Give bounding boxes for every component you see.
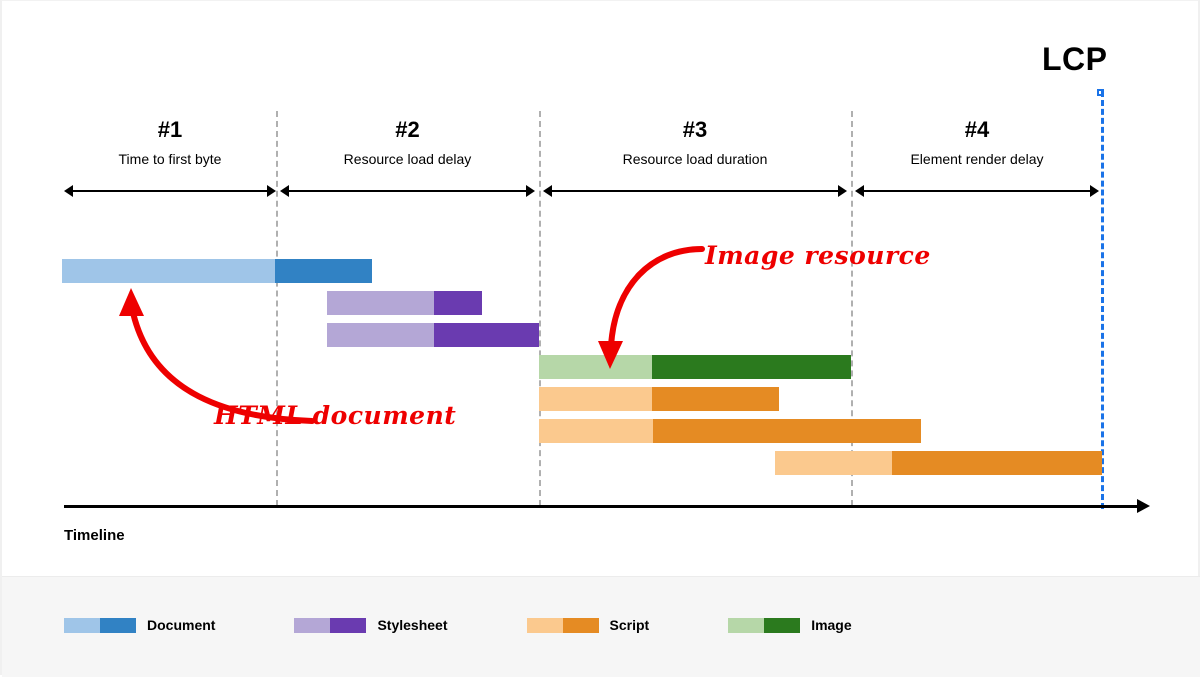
bar-segment-download xyxy=(653,419,921,443)
timeline-axis-label: Timeline xyxy=(64,527,125,544)
legend-item-image[interactable]: Image xyxy=(728,617,852,633)
arrow-shaft xyxy=(71,190,269,192)
phase-measure-arrow-4 xyxy=(855,185,1099,197)
legend-swatch-icon xyxy=(294,617,367,633)
annotation-image-resource: Image resource xyxy=(705,241,931,270)
phase-description: Element render delay xyxy=(910,151,1044,167)
arrowhead-left-icon xyxy=(280,185,289,197)
legend-item-script[interactable]: Script xyxy=(526,617,650,633)
arrowhead-right-icon xyxy=(838,185,847,197)
arrowhead-right-icon xyxy=(526,185,535,197)
phase-number: #2 xyxy=(395,117,420,142)
legend-label: Stylesheet xyxy=(377,617,448,633)
bar-segment-download xyxy=(892,451,1102,475)
bar-script-2 xyxy=(539,419,921,443)
legend-swatch-icon xyxy=(526,617,599,633)
arrowhead-right-icon xyxy=(267,185,276,197)
arrow-shaft xyxy=(550,190,840,192)
phase-divider-1 xyxy=(276,111,278,506)
phase-divider-3 xyxy=(851,111,853,506)
arrowhead-left-icon xyxy=(855,185,864,197)
arrowhead-right-icon xyxy=(1090,185,1099,197)
legend-item-stylesheet[interactable]: Stylesheet xyxy=(294,617,448,633)
bar-segment-wait xyxy=(539,387,652,411)
phase-description: Time to first byte xyxy=(118,151,222,167)
bar-segment-wait xyxy=(62,259,275,283)
legend-swatch-icon xyxy=(64,617,136,633)
arrow-shaft xyxy=(862,190,1092,192)
phase-number: #1 xyxy=(157,117,183,142)
bar-stylesheet-1 xyxy=(327,291,482,315)
phase-description: Resource load duration xyxy=(622,151,768,167)
legend-items: Document Stylesheet Script Image xyxy=(64,617,931,633)
annotation-html-document: HTML document xyxy=(214,401,457,430)
bar-segment-wait xyxy=(327,291,434,315)
bar-segment-download xyxy=(275,259,372,283)
arrowhead-left-icon xyxy=(64,185,73,197)
arrow-shaft xyxy=(287,190,528,192)
timeline-axis-arrowhead-icon xyxy=(1137,499,1150,513)
legend-label: Script xyxy=(609,617,650,633)
arrowhead-left-icon xyxy=(543,185,552,197)
phase-number: #3 xyxy=(682,117,708,142)
lcp-marker-line xyxy=(1101,91,1104,509)
image-resource-arrow-icon xyxy=(598,246,705,369)
bar-image-1 xyxy=(539,355,851,379)
legend-label: Image xyxy=(811,617,852,633)
bar-stylesheet-2 xyxy=(327,323,539,347)
phase-divider-2 xyxy=(539,111,541,506)
legend-swatch-icon xyxy=(728,617,801,633)
bar-segment-download xyxy=(434,323,539,347)
bar-script-1 xyxy=(539,387,779,411)
phase-description: Resource load delay xyxy=(343,151,472,167)
bar-segment-download xyxy=(434,291,482,315)
timeline-axis-line xyxy=(64,505,1139,508)
bar-segment-wait xyxy=(775,451,892,475)
legend-item-document[interactable]: Document xyxy=(64,617,215,633)
bar-segment-wait xyxy=(327,323,434,347)
phase-measure-arrow-3 xyxy=(543,185,847,197)
legend-band: Document Stylesheet Script Image xyxy=(2,576,1200,677)
bar-segment-download xyxy=(652,387,779,411)
legend-label: Document xyxy=(147,617,216,633)
phase-measure-arrow-1 xyxy=(64,185,276,197)
bar-segment-wait xyxy=(539,419,653,443)
bar-document-1 xyxy=(62,259,372,283)
bar-segment-wait xyxy=(539,355,652,379)
bar-script-3 xyxy=(775,451,1102,475)
lcp-label: LCP xyxy=(1042,41,1108,77)
bar-segment-download xyxy=(652,355,851,379)
phase-number: #4 xyxy=(964,117,990,142)
phase-measure-arrow-2 xyxy=(280,185,535,197)
